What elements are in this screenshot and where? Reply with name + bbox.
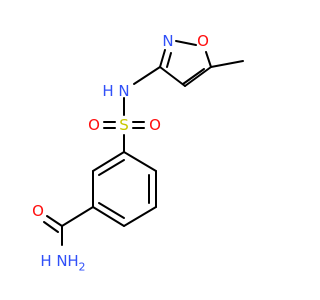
bond-ring-c3-n-inner	[166, 52, 172, 68]
bond-benz-3-4	[123, 206, 157, 227]
bond-ring-c5-c4-inner	[182, 68, 205, 85]
atom-n-amine: N	[118, 82, 129, 100]
molecule-structure: N O N H S O O O H N H 2	[32, 32, 244, 274]
bond-carbonyl-o-a	[46, 215, 63, 227]
atom-o-sulfonyl-left: O	[88, 116, 100, 134]
atom-n-ring: N	[162, 32, 173, 50]
bond-ring-c5-c4	[184, 66, 212, 87]
bond-benz-6-1	[92, 151, 125, 172]
atom-o-ring: O	[197, 32, 209, 50]
bond-benz-6-1-inner	[98, 159, 125, 176]
bond-ring-c3-n	[159, 49, 166, 68]
bond-ring-n-o	[175, 40, 197, 46]
bond-c5-methyl	[210, 60, 244, 68]
atom-sulfur: S	[119, 116, 129, 134]
atom-subscript-2: 2	[79, 261, 86, 274]
bond-benz-4-5-inner	[98, 202, 125, 219]
bond-ring-o-c5	[205, 51, 212, 68]
atom-h-amine: H	[102, 82, 113, 100]
bond-benz-carbonyl	[61, 206, 94, 227]
atom-n-amide: N	[56, 252, 67, 270]
bond-c3-nh	[133, 66, 161, 85]
atom-h-amide: H	[40, 252, 51, 270]
bond-benz-1-2	[123, 151, 157, 172]
bond-carbonyl-o-b	[43, 221, 59, 233]
atom-o-amide: O	[32, 202, 44, 220]
bond-benz-4-5	[92, 206, 125, 227]
atom-o-sulfonyl-right: O	[149, 116, 161, 134]
bond-ring-c4-c3	[159, 66, 186, 87]
atom-h2-amide: H	[67, 252, 78, 270]
